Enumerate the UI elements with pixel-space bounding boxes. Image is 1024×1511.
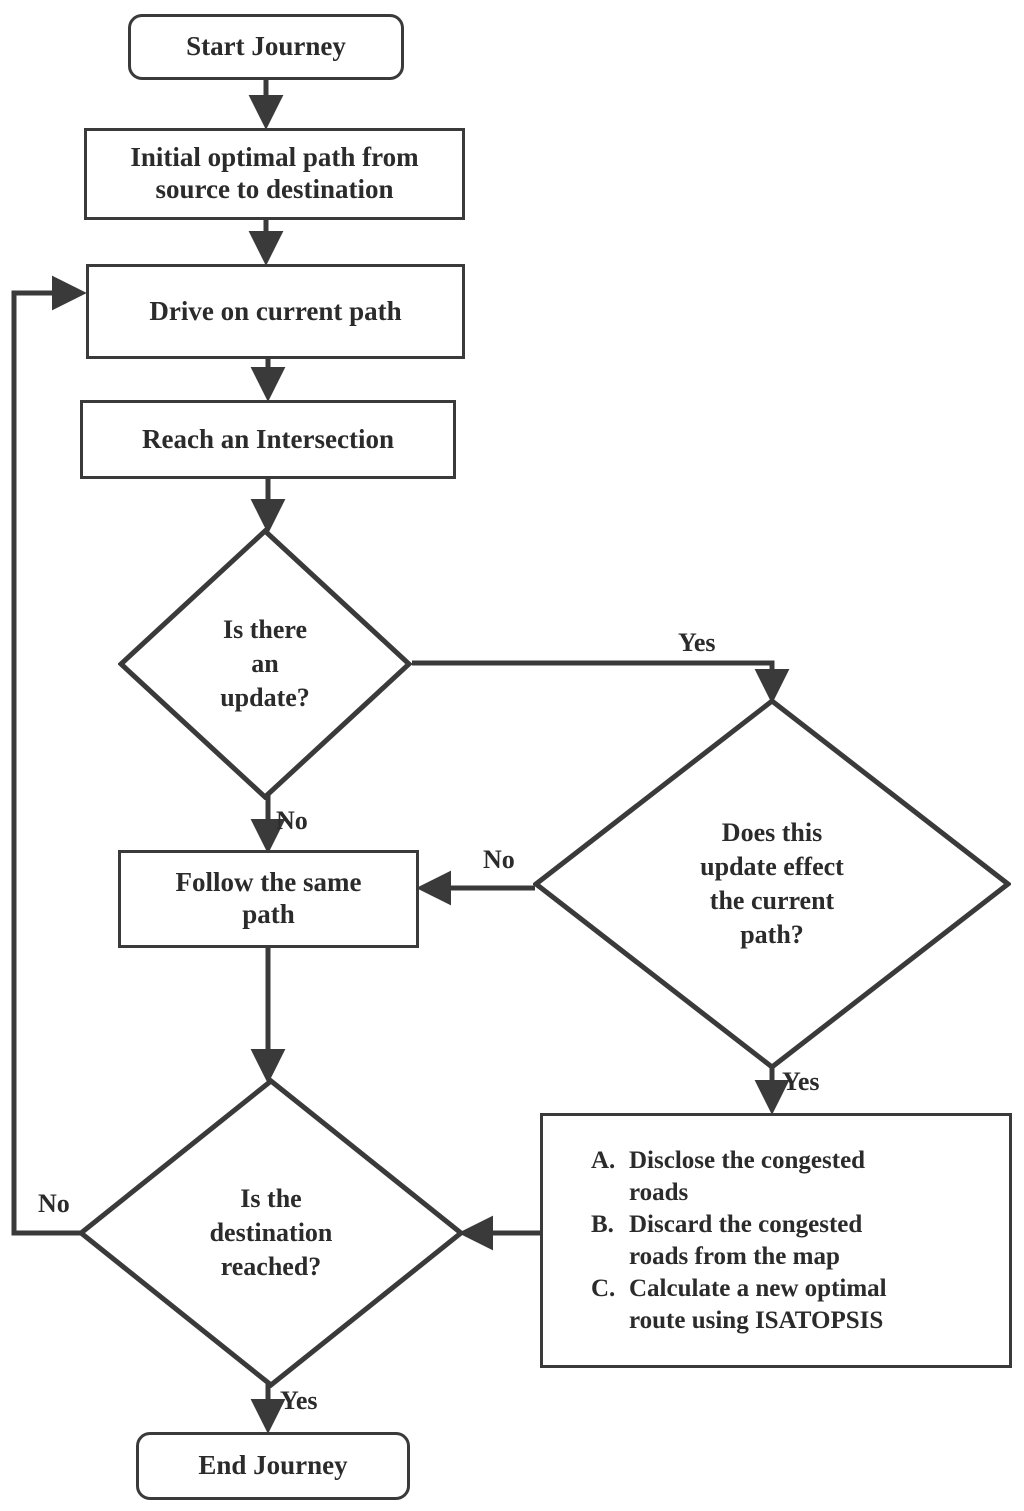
node-is-there-an-update[interactable]: Is there an update? xyxy=(118,528,412,800)
node-does-update-effect-current-path[interactable]: Does this update effect the current path… xyxy=(533,698,1011,1070)
node-drive-on-current-path-label: Drive on current path xyxy=(149,295,402,326)
list-item: B. Discard the congested roads from the … xyxy=(591,1209,995,1273)
node-congestion-actions[interactable]: A. Disclose the congested roads B. Disca… xyxy=(540,1113,1012,1368)
list-item-text: Discard the congested roads from the map xyxy=(629,1210,863,1270)
edge-destination-no-to-drive xyxy=(11,275,87,1236)
node-drive-on-current-path[interactable]: Drive on current path xyxy=(86,264,465,359)
node-follow-the-same-path-label: Follow the same path xyxy=(175,867,362,929)
list-item-marker: B. xyxy=(591,1210,614,1238)
edge-label-update-no: No xyxy=(276,806,308,835)
edge-update-yes-to-effect xyxy=(412,660,790,704)
node-initial-optimal-path-label: Initial optimal path from source to dest… xyxy=(130,142,419,204)
edge-label-update-yes: Yes xyxy=(678,628,716,657)
edge-label-destination-yes: Yes xyxy=(280,1386,318,1415)
list-item-marker: C. xyxy=(591,1274,616,1302)
edge-label-effect-no: No xyxy=(483,845,515,874)
list-item-text: Disclose the congested roads xyxy=(629,1146,866,1206)
list-item-marker: A. xyxy=(591,1146,616,1174)
list-item: A. Disclose the congested roads xyxy=(591,1145,995,1209)
list-item-text: Calculate a new optimal route using ISAT… xyxy=(629,1274,887,1334)
list-item: C. Calculate a new optimal route using I… xyxy=(591,1273,995,1337)
edge-label-destination-no: No xyxy=(38,1189,70,1218)
node-follow-the-same-path[interactable]: Follow the same path xyxy=(118,850,419,948)
node-end-journey[interactable]: End Journey xyxy=(136,1432,410,1500)
node-reach-an-intersection[interactable]: Reach an Intersection xyxy=(80,400,456,479)
node-reach-an-intersection-label: Reach an Intersection xyxy=(142,423,394,454)
node-end-journey-label: End Journey xyxy=(198,1450,348,1481)
node-start-journey[interactable]: Start Journey xyxy=(128,14,404,80)
node-start-journey-label: Start Journey xyxy=(186,31,346,62)
node-is-destination-reached[interactable]: Is the destination reached? xyxy=(78,1078,464,1388)
node-initial-optimal-path[interactable]: Initial optimal path from source to dest… xyxy=(84,128,465,220)
edge-label-effect-yes: Yes xyxy=(782,1067,820,1096)
